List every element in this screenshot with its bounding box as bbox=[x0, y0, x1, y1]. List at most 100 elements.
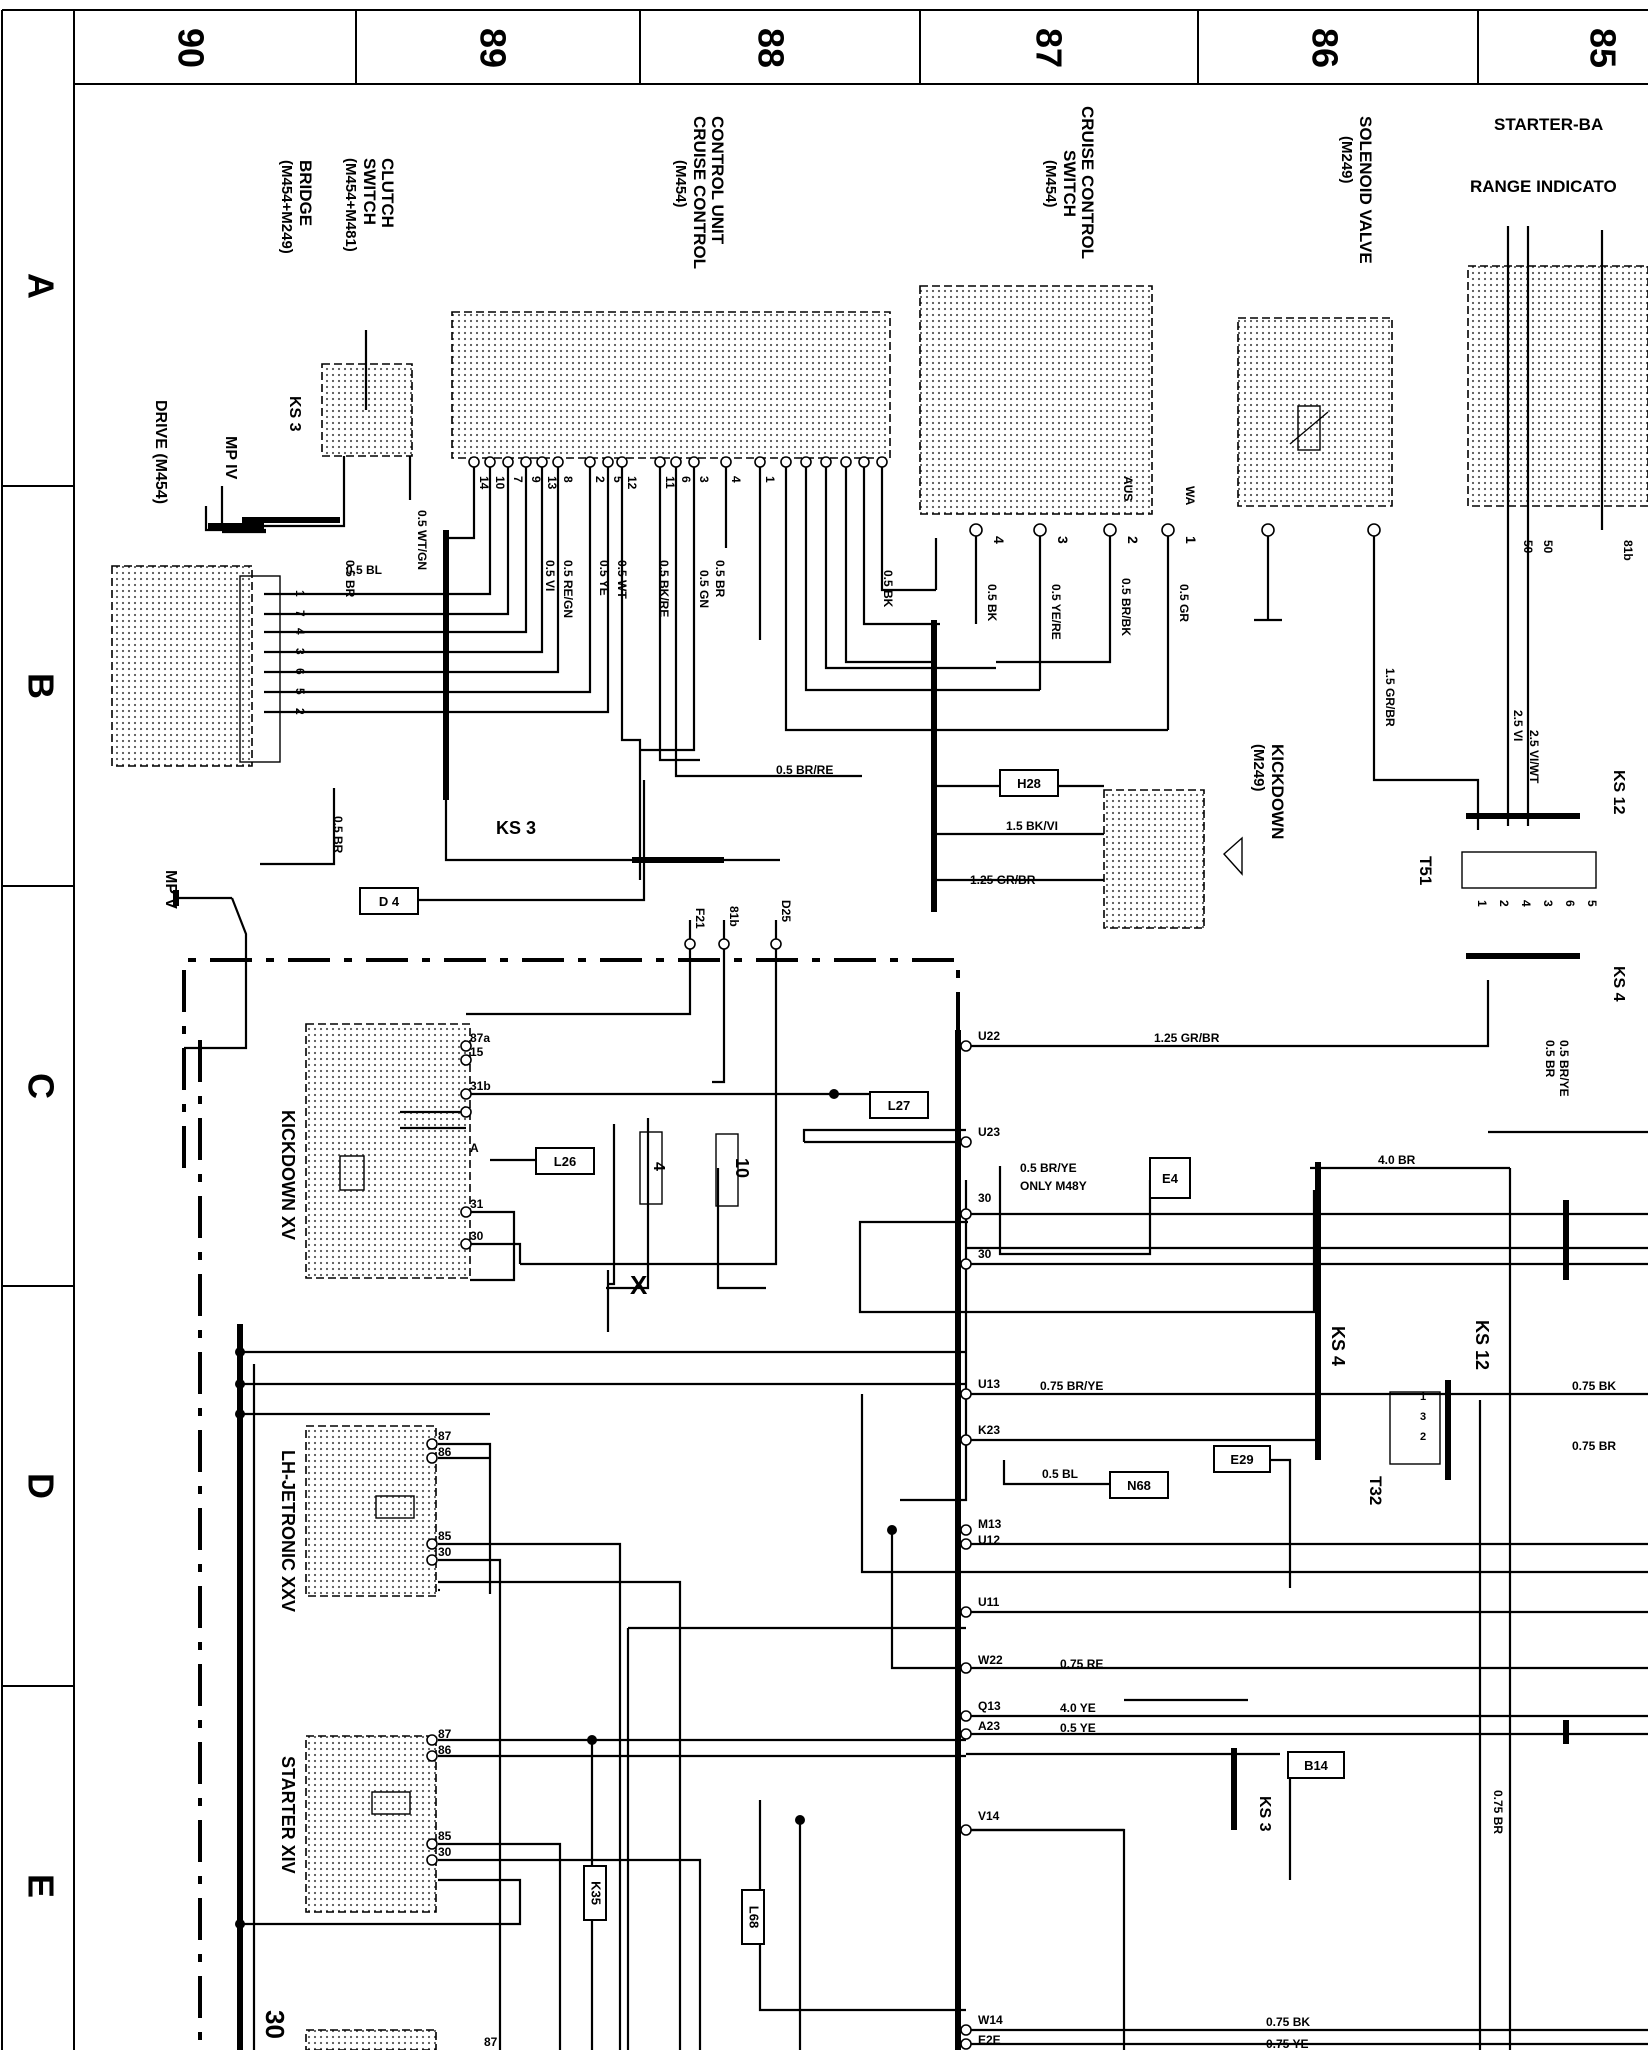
column-label-87: 87 bbox=[1028, 28, 1069, 68]
t51-pin-3: 3 bbox=[1541, 900, 1555, 907]
kickdown-m249-title-2: (M249) bbox=[1250, 744, 1267, 792]
ground-mp-v: MP V bbox=[162, 870, 179, 909]
ground-mp-iv: MP IV bbox=[222, 436, 239, 480]
splice-ks12-top: KS 12 bbox=[1610, 770, 1627, 815]
fuse-4: 4 bbox=[650, 1162, 667, 1171]
wire-label-w29: 0.75 BR/YE bbox=[1040, 1379, 1103, 1393]
lh-pin-3: 30 bbox=[438, 1545, 452, 1559]
wire-label-w18: 2.5 VI/WT bbox=[1527, 730, 1541, 784]
cs-pin-3: 3 bbox=[1055, 536, 1071, 544]
wire-label-w23: 1.25 GR/BR bbox=[1154, 1031, 1220, 1045]
kd-pin-4: 31 bbox=[470, 1197, 484, 1211]
central-pin-7: U12 bbox=[978, 1533, 1000, 1547]
wire-label-w9: 0.5 GN bbox=[697, 570, 711, 608]
splice-ks4-c: KS 4 bbox=[1328, 1326, 1348, 1366]
column-label-86: 86 bbox=[1304, 28, 1345, 68]
row-label-c: C bbox=[20, 1073, 61, 1099]
wire-label-w15: 0.5 GR bbox=[1177, 584, 1191, 622]
cu-pin-10: 10 bbox=[493, 476, 507, 490]
cu-pin-1: 1 bbox=[763, 476, 777, 483]
central-pin-0: U22 bbox=[978, 1029, 1000, 1043]
pins bbox=[235, 456, 1381, 2050]
cu-pin-14: 14 bbox=[477, 476, 491, 490]
t32-pin-3: 3 bbox=[1420, 1411, 1426, 1423]
t51-pin-2: 2 bbox=[1497, 900, 1511, 907]
cu-pin-5: 5 bbox=[611, 476, 625, 483]
starter-title-2: RANGE INDICATO bbox=[1470, 177, 1617, 196]
cu-pin-8: 8 bbox=[561, 476, 575, 483]
harness-f21: F21 bbox=[693, 908, 707, 929]
wire-label-w6: 0.5 YE bbox=[597, 560, 611, 596]
box-l26: L26 bbox=[554, 1154, 576, 1169]
wire-label-w3: 0.5 BL bbox=[346, 563, 382, 577]
box-b14: B14 bbox=[1304, 1758, 1329, 1773]
kd-pin-0: 87a bbox=[470, 1031, 490, 1045]
t51-pin-1: 1 bbox=[1475, 900, 1489, 907]
connector-t32: T32 bbox=[1366, 1476, 1385, 1505]
wire-label-w8: 0.5 BK/RE bbox=[657, 560, 671, 617]
lh-pin-2: 85 bbox=[438, 1529, 452, 1543]
connector-t51: T51 bbox=[1416, 856, 1435, 885]
wire-label-w38: 0.75 YE bbox=[1266, 2037, 1308, 2050]
drive-pin-4: 4 bbox=[293, 628, 307, 635]
box-n68: N68 bbox=[1127, 1478, 1151, 1493]
cruise-switch-title-1: CRUISE CONTROL bbox=[1078, 106, 1097, 259]
control-unit-title-1: CONTROL UNIT bbox=[708, 116, 727, 245]
central-pin-5: K23 bbox=[978, 1423, 1000, 1437]
st-pin-1: 86 bbox=[438, 1743, 452, 1757]
central-pin-3: 30 bbox=[978, 1247, 992, 1261]
cs-inner-aus: AUS bbox=[1121, 476, 1135, 501]
st-pin-0: 87 bbox=[438, 1727, 452, 1741]
wire-label-w14: 0.5 BR/BK bbox=[1119, 578, 1133, 636]
kd-pin-5: 30 bbox=[470, 1229, 484, 1243]
wire-label-w20: 0.5 BR bbox=[331, 816, 345, 854]
box-e29: E29 bbox=[1230, 1452, 1253, 1467]
row-label-e: E bbox=[20, 1874, 61, 1898]
wire-label-w33: 0.75 RE bbox=[1060, 1657, 1103, 1671]
lh-pin-0: 87 bbox=[438, 1429, 452, 1443]
solenoid-title-2: (M249) bbox=[1338, 136, 1355, 184]
cs-pin-2: 2 bbox=[1125, 536, 1141, 544]
splice-ks3-mid: KS 3 bbox=[496, 818, 536, 838]
t32-pin-2: 2 bbox=[1420, 1431, 1426, 1443]
drive-pin-2: 2 bbox=[293, 708, 307, 715]
t51-pin-6: 6 bbox=[1563, 900, 1577, 907]
cruise-switch-title-3: (M454) bbox=[1042, 160, 1059, 208]
control-unit-block bbox=[451, 311, 891, 459]
ground-symbols bbox=[173, 486, 1282, 1050]
grid-frame bbox=[1, 9, 1648, 2050]
starter-block bbox=[1467, 265, 1648, 507]
central-pin-13: W14 bbox=[978, 2013, 1003, 2027]
kickdown-m249-title-1: KICKDOWN bbox=[1268, 744, 1287, 839]
central-pin-6: M13 bbox=[978, 1517, 1002, 1531]
cs-pin-4: 4 bbox=[991, 536, 1007, 544]
cu-pin-2: 2 bbox=[593, 476, 607, 483]
cu-pin-4: 4 bbox=[729, 476, 743, 483]
splice-bars bbox=[242, 517, 1580, 1830]
box-l27: L27 bbox=[888, 1098, 910, 1113]
column-label-89: 89 bbox=[472, 28, 513, 68]
relay-symbols bbox=[339, 405, 1329, 1815]
box-l68: L68 bbox=[747, 1906, 762, 1928]
cs-pin-1: 1 bbox=[1183, 536, 1199, 544]
solenoid-block bbox=[1237, 317, 1393, 507]
wire-label-w25: 0.5 BR/YE bbox=[1557, 1040, 1571, 1097]
cu-pin-7: 7 bbox=[511, 476, 525, 483]
drive-pin-1: 1 bbox=[293, 590, 307, 597]
wire-label-w28: 4.0 BR bbox=[1378, 1153, 1416, 1167]
wire-label-w16: 1.5 GR/BR bbox=[1383, 668, 1397, 727]
cu-pin-6: 6 bbox=[679, 476, 693, 483]
wire-label-w5: 0.5 RE/GN bbox=[561, 560, 575, 618]
row-label-a: A bbox=[20, 273, 61, 299]
wire-label-w10: 0.5 BR bbox=[713, 560, 727, 598]
wire-label-w17: 2.5 VI bbox=[1511, 710, 1525, 741]
wires bbox=[182, 226, 1648, 2050]
bridge-title-2: (M454+M249) bbox=[278, 160, 295, 254]
box-h28: H28 bbox=[1017, 776, 1041, 791]
drive-pin-6: 6 bbox=[293, 668, 307, 675]
central-pin-9: W22 bbox=[978, 1653, 1003, 1667]
clutch-switch-title-3: (M454+M481) bbox=[342, 158, 359, 252]
wire-label-w13: 0.5 YE/RE bbox=[1049, 584, 1063, 640]
cu-pin-3: 3 bbox=[697, 476, 711, 483]
drive-pin-7: 7 bbox=[293, 610, 307, 617]
